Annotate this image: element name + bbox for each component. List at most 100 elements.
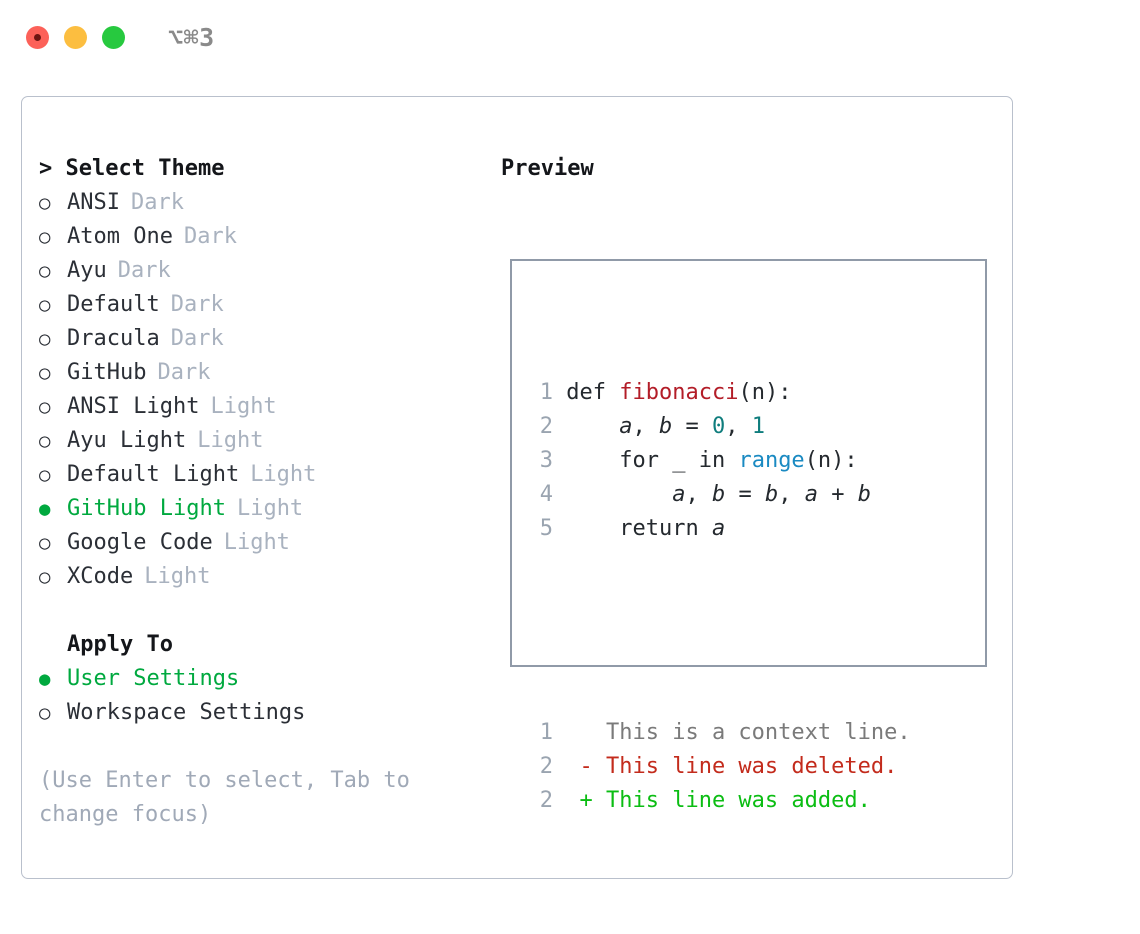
theme-option-label: XCode xyxy=(67,564,134,589)
theme-option-tag: Dark xyxy=(170,292,224,317)
radio-unselected-icon: ○ xyxy=(39,192,51,214)
theme-option-github[interactable]: ○ GitHub Dark xyxy=(39,356,479,390)
diff-text: This is a context line. xyxy=(605,720,911,745)
theme-option-label: Google Code xyxy=(67,530,213,555)
theme-option-tag: Light xyxy=(236,496,304,521)
title-bar: ⌥⌘3 xyxy=(0,0,1140,78)
keyboard-hint-text: (Use Enter to select, Tab to change focu… xyxy=(39,768,410,827)
radio-unselected-icon: ○ xyxy=(39,464,51,486)
theme-option-google-code[interactable]: ○ Google Code Light xyxy=(39,526,479,560)
hint-spacer xyxy=(39,730,479,764)
theme-option-ansi[interactable]: ○ ANSI Dark xyxy=(39,186,479,220)
apply-option-label: User Settings xyxy=(67,666,240,691)
code-token-var: a xyxy=(672,482,686,507)
code-token-var: a xyxy=(711,516,726,541)
line-number: 2 xyxy=(539,754,553,779)
line-number: 2 xyxy=(539,788,553,813)
minimize-button[interactable] xyxy=(64,26,87,49)
maximize-button[interactable] xyxy=(102,26,125,49)
theme-option-tag: Light xyxy=(223,530,290,555)
diff-marker xyxy=(553,720,606,745)
code-token-var: b xyxy=(658,414,673,439)
preview-column: Preview 1 def fibonacci(n): 2 a, b = 0, 1… xyxy=(501,152,991,813)
diff-text: This line was added. xyxy=(605,788,871,813)
theme-option-tag: Dark xyxy=(130,190,184,215)
theme-option-tag: Light xyxy=(197,428,264,453)
theme-option-tag: Dark xyxy=(117,258,171,283)
theme-option-tag: Dark xyxy=(170,326,224,351)
code-token-kw: def xyxy=(553,380,620,405)
theme-option-tag: Dark xyxy=(157,360,211,385)
diff-marker: - xyxy=(553,754,606,779)
code-line: 5 return a xyxy=(529,512,911,546)
code-token-plain: = xyxy=(672,414,712,439)
code-token-num: 0 xyxy=(711,414,726,439)
radio-unselected-icon: ○ xyxy=(39,396,51,418)
code-line: 1 def fibonacci(n): xyxy=(529,376,911,410)
theme-option-label: GitHub Light xyxy=(67,496,226,521)
code-token-kw: for xyxy=(553,448,673,473)
list-spacer xyxy=(39,594,479,628)
code-token-kw: in xyxy=(685,448,739,473)
radio-selected-icon: ● xyxy=(39,668,51,690)
theme-option-label: Ayu Light xyxy=(67,428,187,453)
code-token-plain: , xyxy=(685,482,712,507)
diff-lines: 1 This is a context line. 2 - This line w… xyxy=(529,716,911,818)
code-token-plain: (n): xyxy=(804,448,858,473)
theme-option-label: Default Light xyxy=(67,462,240,487)
focus-caret-icon: > xyxy=(39,156,53,181)
radio-unselected-icon: ○ xyxy=(39,294,51,316)
code-token-num: 1 xyxy=(751,414,765,439)
code-token-plain: , xyxy=(632,414,659,439)
theme-option-tag: Dark xyxy=(183,224,237,249)
apply-option-workspace-settings[interactable]: ○ Workspace Settings xyxy=(39,696,479,730)
keyboard-shortcut-label: ⌥⌘3 xyxy=(168,23,215,52)
radio-unselected-icon: ○ xyxy=(39,260,51,282)
radio-unselected-icon: ○ xyxy=(39,362,51,384)
theme-option-label: GitHub xyxy=(67,360,147,385)
diff-marker: + xyxy=(553,788,606,813)
radio-unselected-icon: ○ xyxy=(39,702,51,724)
apply-option-label: Workspace Settings xyxy=(67,700,306,725)
code-token-builtin: range xyxy=(738,448,805,473)
code-token-var: a xyxy=(804,482,818,507)
theme-option-label: Dracula xyxy=(67,326,160,351)
line-number: 1 xyxy=(539,720,553,745)
theme-option-label: ANSI xyxy=(67,190,120,215)
code-token-plain xyxy=(553,414,619,439)
line-number: 3 xyxy=(539,448,553,473)
line-number: 4 xyxy=(539,482,553,507)
theme-option-label: Atom One xyxy=(67,224,173,249)
apply-option-user-settings[interactable]: ● User Settings xyxy=(39,662,479,696)
theme-option-tag: Light xyxy=(144,564,211,589)
diff-text: This line was deleted. xyxy=(605,754,898,779)
diff-line-add: 2 + This line was added. xyxy=(529,784,911,818)
select-theme-heading: > Select Theme xyxy=(39,152,479,186)
code-token-plain: , xyxy=(725,414,752,439)
apply-to-list: ● User Settings ○ Workspace Settings xyxy=(39,662,479,730)
preview-heading: Preview xyxy=(501,156,594,181)
code-line: 4 a, b = b, a + b xyxy=(529,478,911,512)
code-token-var: b xyxy=(711,482,726,507)
theme-option-label: ANSI Light xyxy=(67,394,200,419)
radio-unselected-icon: ○ xyxy=(39,532,51,554)
select-theme-title: Select Theme xyxy=(65,156,225,181)
code-token-kw: return xyxy=(553,516,712,541)
code-diff-separator xyxy=(529,614,911,648)
close-button[interactable] xyxy=(26,26,49,49)
apply-to-heading: Apply To xyxy=(67,632,173,657)
